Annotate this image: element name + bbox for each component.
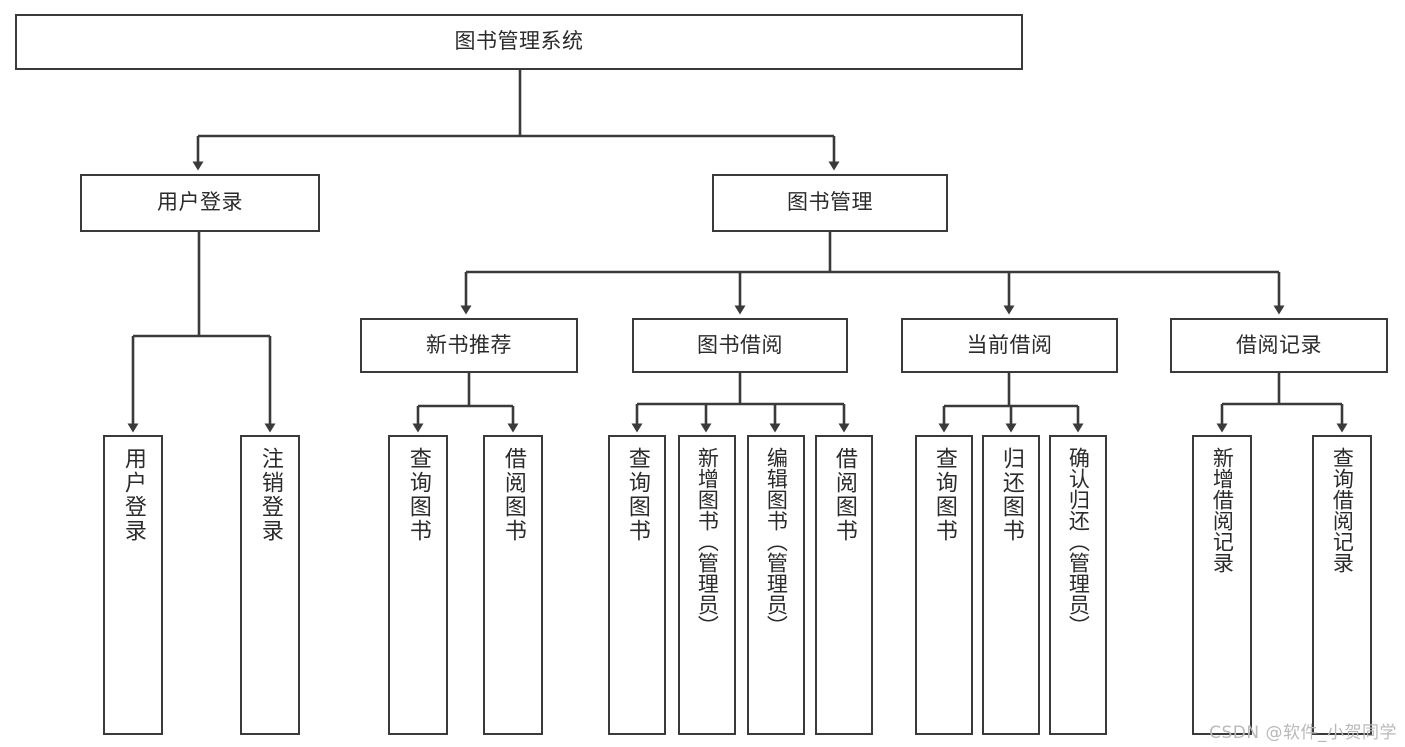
leaf-book-borrow-edit-book-admin[interactable]: 编辑图书（管理员） bbox=[747, 435, 805, 735]
leaf-current-borrow-query-book[interactable]: 查询图书 bbox=[915, 435, 973, 735]
leaf-book-borrow-add-book-admin[interactable]: 新增图书（管理员） bbox=[678, 435, 736, 735]
node-label: 查询图书 bbox=[624, 447, 650, 543]
node-label: 图书借阅 bbox=[697, 332, 783, 357]
node-label: 借阅记录 bbox=[1236, 332, 1322, 357]
node-label: 新增图书（管理员） bbox=[695, 447, 720, 636]
leaf-current-borrow-return-book[interactable]: 归还图书 bbox=[982, 435, 1040, 735]
node-label: 借阅图书 bbox=[831, 447, 857, 543]
node-label: 确认归还（管理员） bbox=[1066, 447, 1091, 636]
leaf-book-borrow-query-book[interactable]: 查询图书 bbox=[608, 435, 666, 735]
node-book-management[interactable]: 图书管理 bbox=[712, 174, 948, 232]
node-label: 用户登录 bbox=[120, 447, 146, 543]
node-label: 借阅图书 bbox=[500, 447, 526, 543]
node-borrow-record[interactable]: 借阅记录 bbox=[1170, 318, 1388, 373]
node-label: 注销登录 bbox=[257, 447, 283, 543]
node-new-book-recommend[interactable]: 新书推荐 bbox=[360, 318, 578, 373]
node-label: 查询图书 bbox=[931, 447, 957, 543]
leaf-book-borrow-borrow-book[interactable]: 借阅图书 bbox=[815, 435, 873, 735]
node-label: 查询借阅记录 bbox=[1330, 447, 1355, 573]
leaf-user-login-logout[interactable]: 注销登录 bbox=[240, 435, 300, 735]
node-label: 新增借阅记录 bbox=[1210, 447, 1235, 573]
node-root-book-management-system[interactable]: 图书管理系统 bbox=[15, 14, 1023, 70]
node-label: 查询图书 bbox=[405, 447, 431, 543]
leaf-borrow-record-query-record[interactable]: 查询借阅记录 bbox=[1312, 435, 1372, 735]
leaf-user-login-login[interactable]: 用户登录 bbox=[103, 435, 163, 735]
leaf-new-book-query-book[interactable]: 查询图书 bbox=[388, 435, 448, 735]
node-label: 编辑图书（管理员） bbox=[764, 447, 789, 636]
node-book-borrow[interactable]: 图书借阅 bbox=[632, 318, 848, 373]
node-user-login[interactable]: 用户登录 bbox=[80, 174, 320, 232]
leaf-current-borrow-confirm-return-admin[interactable]: 确认归还（管理员） bbox=[1049, 435, 1107, 735]
node-label: 图书管理系统 bbox=[454, 29, 584, 54]
node-label: 用户登录 bbox=[157, 190, 243, 215]
node-current-borrow[interactable]: 当前借阅 bbox=[901, 318, 1118, 373]
watermark-text: CSDN @软件_小贺同学 bbox=[1209, 723, 1397, 743]
node-label: 图书管理 bbox=[787, 190, 873, 215]
node-label: 归还图书 bbox=[998, 447, 1024, 543]
node-label: 当前借阅 bbox=[966, 332, 1053, 357]
node-label: 新书推荐 bbox=[426, 332, 512, 357]
leaf-new-book-borrow-book[interactable]: 借阅图书 bbox=[483, 435, 543, 735]
leaf-borrow-record-add-record[interactable]: 新增借阅记录 bbox=[1192, 435, 1252, 735]
